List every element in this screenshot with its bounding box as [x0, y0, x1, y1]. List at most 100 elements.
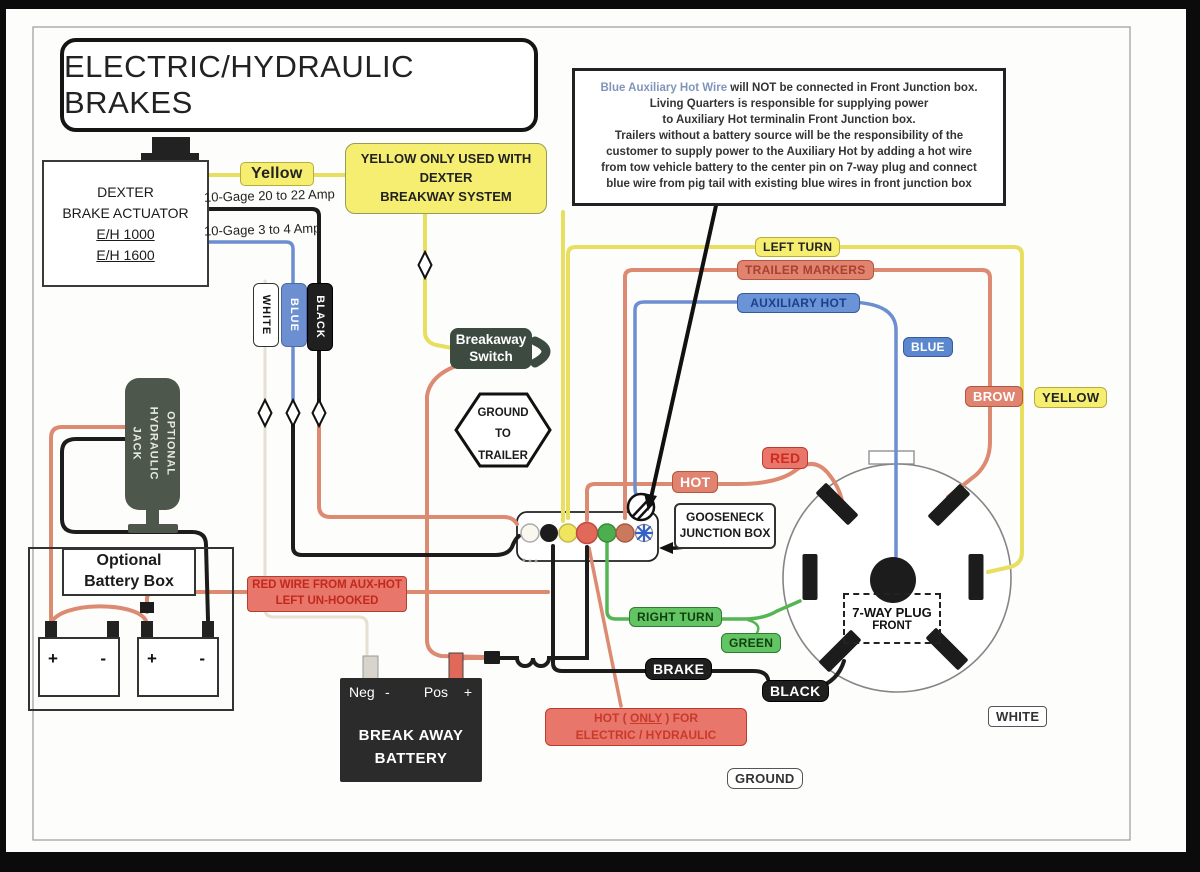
ba-pos-terminal: [448, 652, 464, 680]
terminal-brown: [615, 523, 635, 543]
wires: [49, 173, 1024, 708]
jack-line3: JACK: [129, 427, 142, 461]
wire-tag-white-text: WHITE: [260, 294, 273, 336]
fuse-connector: [484, 651, 500, 664]
redwire-line1: RED WIRE FROM AUX-HOT: [252, 579, 402, 592]
wire-blue-actuator: [203, 240, 295, 406]
pin-bottom-right: [926, 628, 968, 670]
brake-chip: BRAKE: [645, 658, 713, 680]
gooseneck-line2: JUNCTION BOX: [679, 526, 771, 540]
diamond-connector-black: [311, 397, 327, 429]
ground-chip: GROUND: [727, 768, 803, 789]
note-line5: customer to supply power to the Auxiliar…: [606, 145, 972, 158]
ba-battery-line2: BATTERY: [374, 749, 448, 767]
wire-red-breakaway-pull: [425, 364, 486, 659]
ground-hexagon: [454, 392, 552, 468]
terminal-white: [520, 523, 540, 543]
note-line2: Living Quarters is responsible for suppl…: [649, 98, 929, 111]
hot-only-note: HOT ( ONLY ) FOR ELECTRIC / HYDRAULIC: [545, 708, 747, 746]
ba-neg-terminal: [362, 655, 379, 680]
hot-only-l1b: ONLY: [629, 711, 662, 726]
ba-neg-sign: -: [385, 684, 390, 700]
jack-line1: OPTIONAL: [164, 411, 177, 477]
wire-red-trailer-markers: [623, 268, 992, 520]
page-frame: [32, 26, 1131, 841]
red-chip: RED: [762, 447, 809, 469]
actuator-cap: [141, 137, 199, 163]
wire-red-hot: [585, 462, 844, 522]
seven-way-line2: FRONT: [872, 620, 912, 632]
wire-black-10gage: [203, 207, 321, 406]
wire-tag-black-text: BLACK: [314, 295, 326, 339]
wire-tag-blue: BLUE: [281, 283, 307, 347]
gooseneck-junction-box-label: GOOSENECK JUNCTION BOX: [674, 503, 776, 549]
wire-tag-blue-text: BLUE: [288, 298, 301, 332]
dexter-model2: E/H 1600: [96, 246, 155, 263]
wire-black-mid: [291, 419, 521, 557]
scan-edge-right: [1186, 0, 1200, 872]
jack-line2: HYDRAULIC: [147, 407, 160, 481]
left-turn-chip: LEFT TURN: [755, 237, 841, 257]
plug-key-notch: [868, 450, 915, 465]
auxiliary-hot-chip: AUXILIARY HOT: [737, 293, 860, 313]
hex-line1: GROUND: [477, 407, 529, 419]
pin-left: [802, 554, 818, 600]
break-away-battery: Neg - Pos + BREAK AWAY BATTERY: [340, 678, 482, 782]
breakaway-switch: Breakaway Switch: [450, 328, 532, 369]
ground-to-trailer-label: GROUND TO TRAILER: [458, 403, 548, 467]
terminal-red: [575, 521, 599, 545]
pin-top-left: [816, 483, 858, 525]
terminal-black: [540, 524, 558, 542]
hex-line3: TRAILER: [478, 449, 528, 462]
ba-battery-line1: BREAK AWAY: [358, 726, 464, 744]
hot-only-line1: HOT ( ONLY ) FOR: [594, 710, 698, 727]
battery2-plus: +: [147, 649, 157, 668]
diamond-connector-blue: [285, 397, 301, 429]
breakaway-pull-pin-icon: [530, 336, 551, 368]
plug-pins: [802, 483, 984, 672]
battery-1: + -: [38, 637, 120, 697]
battery-2: + -: [137, 637, 219, 697]
note-line7: blue wire from pig tail with existing bl…: [606, 177, 972, 190]
wire-red-hot-only-lead: [587, 546, 623, 708]
wire-black-jack-ground: [60, 437, 210, 622]
wire-white-to-neg: [263, 420, 369, 656]
terminal-green: [597, 523, 617, 543]
scan-edge-bottom: [0, 852, 1200, 872]
ba-pos-label: Pos: [423, 684, 448, 700]
aux-hot-note: Blue Auxiliary Hot Wire will NOT be conn…: [572, 68, 1006, 206]
scan-edge-top: [0, 0, 1200, 9]
diamond-connector-white: [257, 397, 273, 429]
yellow-only-note: YELLOW ONLY USED WITH DEXTER BREAKWAY SY…: [345, 143, 547, 214]
note-line6: from tow vehicle battery to the center p…: [601, 161, 977, 174]
wire-tag-white: WHITE: [253, 283, 279, 347]
dexter-line1: DEXTER: [97, 183, 154, 200]
battery-box-line1: Optional: [96, 552, 162, 570]
aux-hot-connector: [140, 602, 154, 613]
note-line1-highlight: Blue Auxiliary Hot Wire: [600, 82, 728, 95]
hot-only-l1a: HOT (: [593, 711, 630, 726]
yellow-only-line3: BREAKWAY SYSTEM: [380, 188, 512, 204]
breakaway-line1: Breakaway: [455, 331, 527, 347]
pin-center: [870, 557, 916, 603]
note-line4: Trailers without a battery source will b…: [614, 130, 964, 143]
junction-terminals: [520, 521, 654, 563]
note-line3: to Auxiliary Hot terminalin Front Juncti…: [662, 114, 916, 127]
optional-battery-box-label: Optional Battery Box: [62, 548, 196, 596]
yellow-chip: YELLOW: [1034, 387, 1108, 408]
gooseneck-line1: GOOSENECK: [685, 510, 764, 525]
right-turn-chip: RIGHT TURN: [629, 607, 722, 627]
jack-stand: [128, 508, 178, 533]
breakaway-line2: Switch: [469, 348, 513, 364]
pin-right: [968, 554, 984, 600]
wire-black-brake: [551, 656, 770, 681]
dexter-line2: BRAKE ACTUATOR: [62, 204, 189, 221]
battery1-plus: +: [48, 649, 58, 668]
scan-edge-left: [0, 0, 6, 872]
diamond-connector-yellow: [417, 249, 433, 281]
yellow-wire-tag: Yellow: [240, 162, 314, 186]
ba-neg-label: Neg: [349, 684, 375, 700]
black-chip: BLACK: [762, 680, 829, 702]
